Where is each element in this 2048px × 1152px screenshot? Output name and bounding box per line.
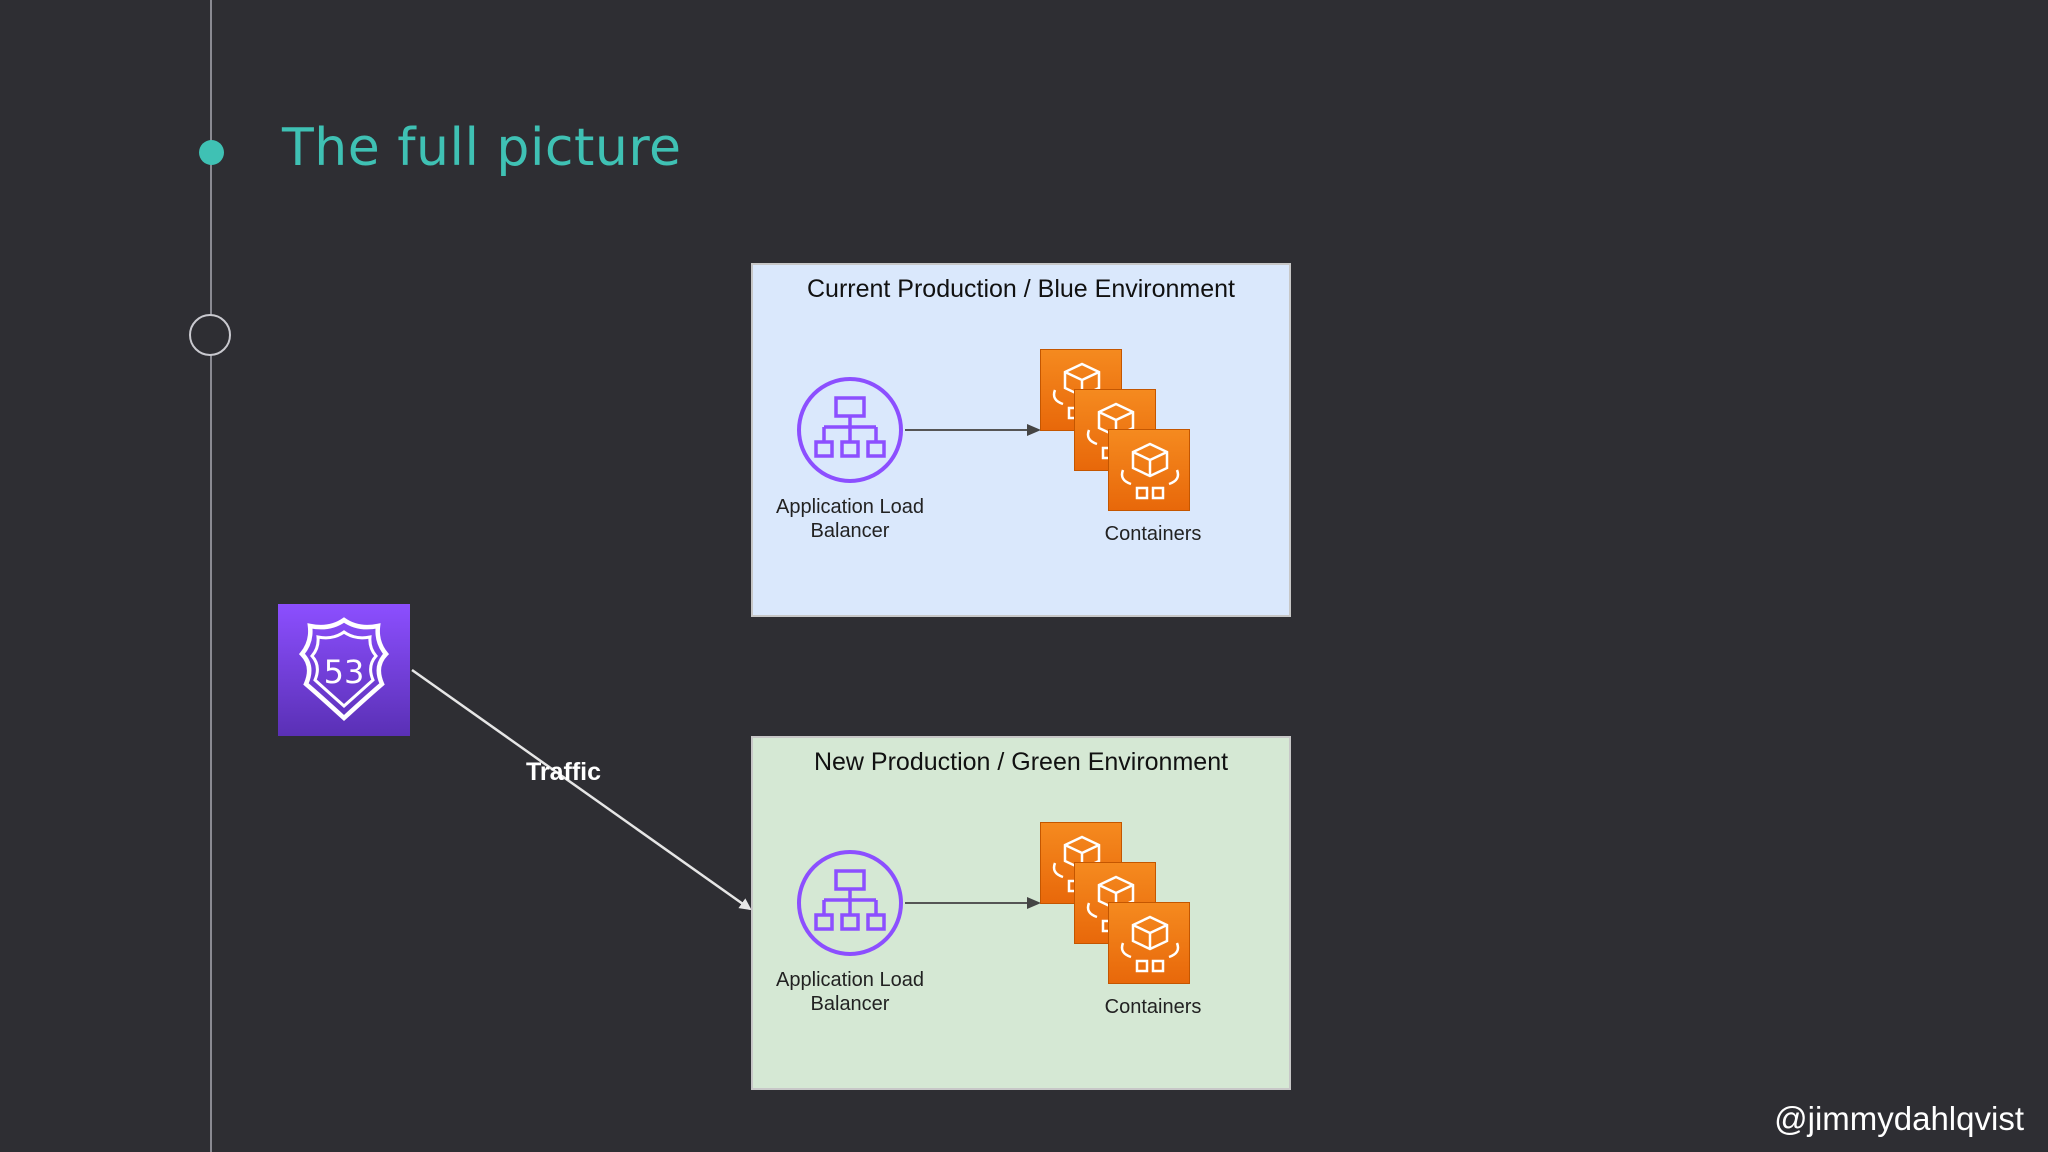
timeline-dot-inactive [189, 314, 231, 356]
slide-title: The full picture [282, 118, 682, 178]
alb-label-line1: Application Load [776, 969, 924, 991]
route53-badge-text: 53 [324, 653, 365, 691]
alb-label: Application Load Balancer [755, 495, 945, 543]
blue-environment-title: Current Production / Blue Environment [807, 275, 1235, 303]
alb-to-containers-arrow [905, 424, 1041, 436]
containers-label: Containers [1104, 523, 1202, 545]
traffic-label: Traffic [526, 758, 602, 786]
containers-label: Containers [1104, 996, 1202, 1018]
container-icon [1108, 902, 1190, 984]
green-environment-title: New Production / Green Environment [813, 748, 1229, 776]
timeline-dot-active [199, 140, 224, 165]
alb-label-line2: Balancer [810, 520, 890, 542]
blue-environment-box: Current Production / Blue Environment Ap… [751, 263, 1291, 617]
alb-to-containers-arrow [905, 897, 1041, 909]
container-icon [1108, 429, 1190, 511]
route53-icon: 53 [278, 604, 410, 736]
timeline-line [210, 0, 212, 1152]
load-balancer-icon [797, 377, 903, 483]
green-environment-box: New Production / Green Environment Appli… [751, 736, 1291, 1090]
alb-label: Application Load Balancer [755, 968, 945, 1016]
load-balancer-icon [797, 850, 903, 956]
alb-label-line2: Balancer [810, 993, 890, 1015]
alb-label-line1: Application Load [776, 496, 924, 518]
author-handle: @jimmydahlqvist [1774, 1100, 2024, 1137]
